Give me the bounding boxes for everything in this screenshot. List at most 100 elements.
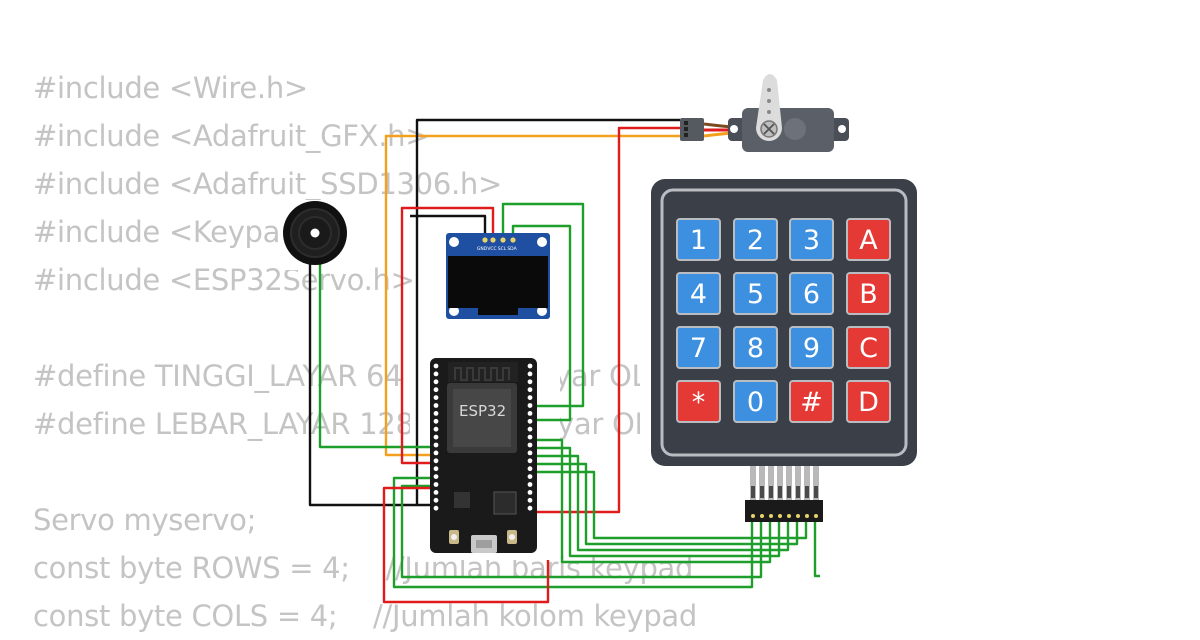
- esp32-pin[interactable]: [433, 387, 439, 393]
- esp32-pin[interactable]: [527, 418, 533, 424]
- esp32-pin[interactable]: [527, 434, 533, 440]
- wire-green[interactable]: [530, 462, 799, 546]
- esp32-pin[interactable]: [527, 450, 533, 456]
- esp32-pin[interactable]: [527, 363, 533, 369]
- esp32-pin[interactable]: [527, 474, 533, 479]
- ribbon-pin[interactable]: [769, 514, 773, 518]
- esp32-pin[interactable]: [433, 450, 439, 456]
- esp32-pin[interactable]: [433, 426, 439, 432]
- keypad-key-6[interactable]: 6: [789, 272, 834, 315]
- esp32-pin[interactable]: [527, 466, 533, 472]
- esp32-pin[interactable]: [433, 363, 439, 369]
- oled-display[interactable]: GND VCC SCL SDA: [446, 233, 550, 319]
- wire-black[interactable]: [410, 214, 487, 240]
- piezo-buzzer[interactable]: [283, 201, 347, 265]
- ribbon-pin[interactable]: [760, 514, 764, 518]
- ribbon-pin[interactable]: [787, 514, 791, 518]
- esp32-pin[interactable]: [433, 379, 439, 385]
- wire-red[interactable]: [530, 126, 680, 514]
- wire-orange[interactable]: [384, 134, 680, 457]
- ribbon-pin[interactable]: [805, 514, 809, 518]
- wire-green[interactable]: [511, 224, 572, 422]
- ribbon-strip: [768, 466, 774, 500]
- key-face: [676, 218, 721, 261]
- esp32-pin[interactable]: [527, 497, 533, 503]
- key-face: [676, 326, 721, 369]
- keypad-key-A[interactable]: A: [846, 218, 891, 261]
- ribbon-contact: [751, 486, 755, 498]
- key-face: [846, 218, 891, 261]
- esp32-pin[interactable]: [433, 411, 439, 416]
- keypad-key-7[interactable]: 7: [676, 326, 721, 369]
- keypad-key-8[interactable]: 8: [733, 326, 778, 369]
- esp32-pin[interactable]: [433, 442, 439, 448]
- ribbon-pin[interactable]: [751, 514, 755, 518]
- esp32-pin[interactable]: [433, 505, 439, 511]
- esp32-pin[interactable]: [527, 387, 533, 393]
- wire-green[interactable]: [530, 438, 772, 564]
- keypad-key-5[interactable]: 5: [733, 272, 778, 315]
- wire-black[interactable]: [415, 118, 680, 507]
- keypad-key-D[interactable]: D: [846, 380, 891, 423]
- keypad-key-9[interactable]: 9: [789, 326, 834, 369]
- key-label: 2: [747, 225, 764, 256]
- esp32-devkit[interactable]: ESP32: [430, 358, 537, 553]
- pin-label: GND: [477, 246, 488, 252]
- esp32-pin[interactable]: [527, 379, 533, 385]
- wire-green[interactable]: [530, 454, 790, 552]
- wire-green[interactable]: [501, 202, 585, 408]
- keypad-key-4[interactable]: 4: [676, 272, 721, 315]
- wire-red[interactable]: [400, 206, 495, 465]
- esp32-pin[interactable]: [433, 474, 439, 479]
- esp32-pin[interactable]: [433, 418, 439, 424]
- ribbon-pin[interactable]: [778, 514, 782, 518]
- esp32-pin[interactable]: [527, 482, 533, 487]
- key-label: D: [858, 387, 879, 418]
- esp32-pin[interactable]: [527, 371, 533, 377]
- esp32-pin[interactable]: [433, 403, 439, 408]
- servo-motor[interactable]: [680, 74, 849, 152]
- keypad-key-C[interactable]: C: [846, 326, 891, 369]
- wire-black[interactable]: [308, 258, 417, 507]
- esp32-pin[interactable]: [433, 458, 439, 464]
- esp32-pin[interactable]: [527, 458, 533, 464]
- esp32-pin[interactable]: [433, 395, 439, 400]
- esp32-pin[interactable]: [527, 442, 533, 448]
- key-face: [789, 272, 834, 315]
- key-label: 9: [803, 333, 820, 364]
- code-line: const byte COLS = 4; //Jumlah kolom keyp…: [33, 599, 698, 633]
- wire-green[interactable]: [530, 470, 808, 540]
- esp32-pin[interactable]: [433, 466, 439, 472]
- esp32-pin[interactable]: [527, 505, 533, 511]
- esp32-pin[interactable]: [433, 482, 439, 487]
- ribbon-pin[interactable]: [814, 514, 818, 518]
- key-face: [846, 272, 891, 315]
- wire-green[interactable]: [813, 520, 820, 578]
- esp32-pin[interactable]: [527, 490, 533, 495]
- esp32-pin[interactable]: [433, 371, 439, 377]
- esp32-pin[interactable]: [433, 497, 439, 503]
- code-line: #include <ESP32Servo.h>: [33, 263, 415, 297]
- ribbon-contact: [778, 486, 782, 498]
- wire-green[interactable]: [392, 476, 754, 589]
- keypad-key-*[interactable]: *: [676, 380, 721, 423]
- esp32-pin[interactable]: [433, 434, 439, 440]
- wire-green[interactable]: [318, 258, 436, 449]
- keypad-key-3[interactable]: 3: [789, 218, 834, 261]
- ribbon-pin[interactable]: [796, 514, 800, 518]
- keypad-key-2[interactable]: 2: [733, 218, 778, 261]
- keypad-key-#[interactable]: #: [789, 380, 834, 423]
- esp32-pin[interactable]: [527, 403, 533, 408]
- keypad-key-1[interactable]: 1: [676, 218, 721, 261]
- wire-green[interactable]: [400, 484, 763, 579]
- esp32-pin[interactable]: [433, 490, 439, 495]
- esp32-pin[interactable]: [527, 411, 533, 416]
- esp32-pin[interactable]: [527, 426, 533, 432]
- esp32-pin[interactable]: [527, 395, 533, 400]
- keypad-key-0[interactable]: 0: [733, 380, 778, 423]
- keypad-key-B[interactable]: B: [846, 272, 891, 315]
- wire-red[interactable]: [382, 486, 550, 604]
